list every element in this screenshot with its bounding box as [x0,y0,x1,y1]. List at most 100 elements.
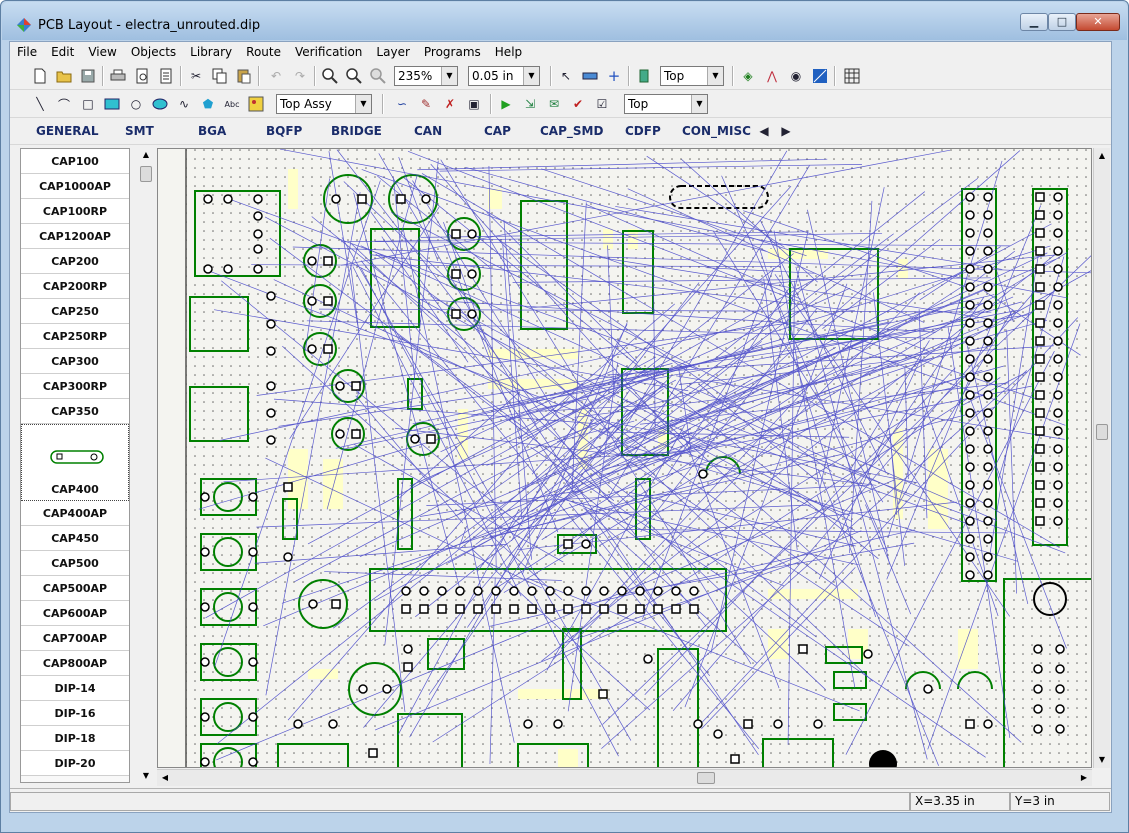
line-tool[interactable]: ╲ [30,94,50,114]
zoom-fit-button[interactable] [368,66,388,86]
tab-bqfp[interactable]: BQFP [266,124,303,138]
layer-select-2[interactable]: Top▼ [624,94,708,114]
list-item[interactable]: CAP400 [21,424,129,501]
tab-can[interactable]: CAN [414,124,443,138]
zoom-select[interactable]: 235%▼ [394,66,458,86]
export-button[interactable]: ⇲ [520,94,540,114]
tab-cap[interactable]: CAP [484,124,511,138]
tabs-scroll-right[interactable]: ▶ [776,121,796,141]
measure-button[interactable] [580,66,600,86]
list-item[interactable]: CAP100 [21,149,129,174]
polyline-tool[interactable]: ∿ [174,94,194,114]
list-scrollbar[interactable]: ▲ ▼ [138,148,154,783]
paste-button[interactable] [234,66,254,86]
route-button[interactable]: ⋀ [762,66,782,86]
chevron-right-icon[interactable]: ▶ [1080,773,1088,782]
list-item[interactable]: DIP-16 [21,701,129,726]
list-item[interactable]: CAP500 [21,551,129,576]
crosshair-button[interactable]: + [604,66,624,86]
tab-bridge[interactable]: BRIDGE [331,124,382,138]
assy-select[interactable]: Top Assy▼ [276,94,372,114]
import-button[interactable]: ✉ [544,94,564,114]
tab-cdfp[interactable]: CDFP [625,124,661,138]
list-item[interactable]: DIP-14 [21,676,129,701]
open-button[interactable] [54,66,74,86]
zoom-in-button[interactable] [320,66,340,86]
chevron-up-icon[interactable]: ▲ [142,150,150,159]
close-button[interactable]: ✕ [1076,13,1120,31]
picture-tool[interactable] [246,94,266,114]
tab-general[interactable]: GENERAL [36,124,99,138]
canvas-horizontal-scrollbar[interactable]: ◀ ▶ [157,769,1092,786]
layer-select[interactable]: Top▼ [660,66,724,86]
list-item[interactable]: CAP200 [21,249,129,274]
canvas-vertical-scrollbar[interactable]: ▲ ▼ [1093,148,1110,768]
fill-rect-tool[interactable] [102,94,122,114]
grid-select[interactable]: 0.05 in▼ [468,66,540,86]
list-item[interactable]: CAP100RP [21,199,129,224]
optimize-tool[interactable]: ▣ [464,94,484,114]
list-item[interactable]: CAP700AP [21,626,129,651]
list-item[interactable]: CAP300RP [21,374,129,399]
chevron-up-icon[interactable]: ▲ [1098,151,1106,160]
tab-bga[interactable]: BGA [198,124,227,138]
autoroute-tool[interactable]: ✎ [416,94,436,114]
list-item[interactable]: CAP600AP [21,601,129,626]
title-bar[interactable]: PCB Layout - electra_unrouted.dip ▁ □ ✕ [2,2,1127,40]
list-item[interactable]: CAP500AP [21,576,129,601]
report-button[interactable] [156,66,176,86]
tab-cap-smd[interactable]: CAP_SMD [540,124,604,138]
chevron-left-icon[interactable]: ◀ [161,773,169,782]
menu-file[interactable]: File [17,45,38,59]
run-button[interactable]: ▶ [496,94,516,114]
print-preview-button[interactable] [132,66,152,86]
redo-button[interactable]: ↷ [290,66,310,86]
maximize-button[interactable]: □ [1048,13,1076,31]
text-tool[interactable]: Abc [222,94,242,114]
chevron-down-icon[interactable]: ▼ [1098,755,1106,764]
menu-verification[interactable]: Verification [294,45,363,59]
polygon-tool[interactable]: ⬟ [198,94,218,114]
new-button[interactable] [30,66,50,86]
tab-con-misc[interactable]: CON_MISC [682,124,751,138]
save-button[interactable] [78,66,98,86]
pcb-canvas[interactable] [157,148,1092,768]
arc-tool[interactable]: ⌒ [54,94,74,114]
cut-button[interactable]: ✂ [186,66,206,86]
list-scroll-thumb[interactable] [140,166,152,182]
rect-tool[interactable]: □ [78,94,98,114]
check-button[interactable]: ☑ [592,94,612,114]
list-item[interactable]: CAP450 [21,526,129,551]
list-item[interactable]: DIP-18 [21,726,129,751]
ellipse-tool[interactable]: ○ [126,94,146,114]
copy-button[interactable] [210,66,230,86]
print-button[interactable] [108,66,128,86]
list-item[interactable]: CAP250RP [21,324,129,349]
pcb-board-drawing[interactable] [158,149,1092,768]
menu-library[interactable]: Library [190,45,233,59]
list-item[interactable]: CAP400AP [21,501,129,526]
fill-ellipse-tool[interactable] [150,94,170,114]
minimize-button[interactable]: ▁ [1020,13,1048,31]
menu-help[interactable]: Help [494,45,523,59]
select-button[interactable]: ↖ [556,66,576,86]
list-item[interactable]: CAP800AP [21,651,129,676]
grid-button[interactable] [842,66,862,86]
vertical-scroll-thumb[interactable] [1096,424,1108,440]
list-item[interactable]: CAP300 [21,349,129,374]
zoom-out-button[interactable] [344,66,364,86]
tabs-scroll-left[interactable]: ◀ [754,121,774,141]
undo-button[interactable]: ↶ [266,66,286,86]
menu-edit[interactable]: Edit [51,45,75,59]
list-item[interactable]: CAP350 [21,399,129,424]
wire-tool[interactable]: ∽ [392,94,412,114]
menu-layer[interactable]: Layer [376,45,410,59]
pad-button[interactable]: ◈ [738,66,758,86]
drc-button[interactable]: ✔ [568,94,588,114]
image-button[interactable] [810,66,830,86]
menu-objects[interactable]: Objects [130,45,177,59]
unroute-tool[interactable]: ✗ [440,94,460,114]
list-item[interactable]: CAP250 [21,299,129,324]
via-button[interactable]: ◉ [786,66,806,86]
menu-route[interactable]: Route [246,45,281,59]
